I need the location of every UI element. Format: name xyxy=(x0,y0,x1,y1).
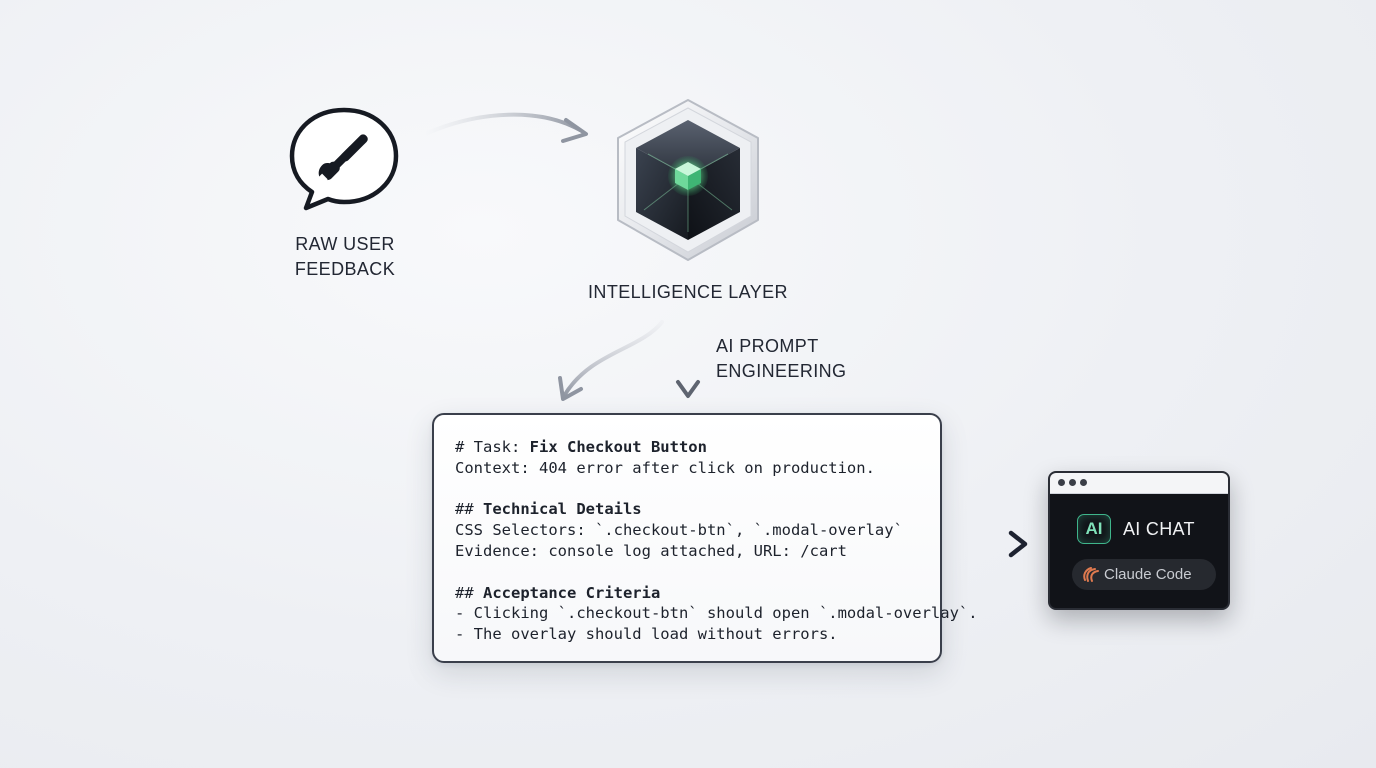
technical-heading-title: Technical Details xyxy=(483,500,642,519)
criteria-item: - The overlay should load without errors… xyxy=(455,625,838,644)
acceptance-heading: ## Acceptance Criteria xyxy=(455,583,920,604)
ai-chat-title: AI CHAT xyxy=(1123,519,1195,539)
arrow-card-to-chat xyxy=(952,530,1028,558)
technical-heading: ## Technical Details xyxy=(455,499,920,520)
acceptance-heading-title: Acceptance Criteria xyxy=(483,583,661,602)
ai-chat-window: AI AI CHAT Claude Code xyxy=(1048,471,1230,610)
arrow-feedback-to-intelligence xyxy=(423,112,588,143)
prompt-label-line-2: ENGINEERING xyxy=(716,361,847,381)
task-heading-title: Fix Checkout Button xyxy=(529,438,707,456)
evidence-line: Evidence: console log attached, URL: /ca… xyxy=(455,541,847,560)
arrow-intelligence-to-card-straight xyxy=(676,316,700,398)
task-heading-prefix: # Task: xyxy=(455,438,530,456)
window-dot-icon xyxy=(1069,479,1076,486)
technical-heading-prefix: ## xyxy=(455,500,483,519)
claude-burst-icon xyxy=(1083,567,1099,582)
prompt-card: # Task: Fix Checkout Button Context: 404… xyxy=(432,413,978,663)
task-heading: # Task: Fix Checkout Button xyxy=(455,437,920,458)
window-dot-icon xyxy=(1080,479,1087,486)
claude-code-label: Claude Code xyxy=(1104,566,1192,583)
acceptance-heading-prefix: ## xyxy=(455,583,483,602)
feedback-label: RAW USER FEEDBACK xyxy=(270,232,420,282)
intelligence-label: INTELLIGENCE LAYER xyxy=(588,282,788,302)
arrow-intelligence-to-card-curved xyxy=(558,320,664,401)
prompt-label-line-1: AI PROMPT xyxy=(716,336,819,356)
hexagon-cube-icon xyxy=(604,92,772,268)
speech-bubble-wrench-icon xyxy=(284,104,408,216)
criteria-item: - Clicking `.checkout-btn` should open `… xyxy=(455,604,978,623)
css-selectors-line: CSS Selectors: `.checkout-btn`, `.modal-… xyxy=(455,521,903,540)
ai-badge-icon: AI xyxy=(1077,514,1111,544)
prompt-engineering-label: AI PROMPT ENGINEERING xyxy=(716,334,896,384)
window-titlebar xyxy=(1050,473,1228,494)
feedback-label-line-2: FEEDBACK xyxy=(294,259,396,279)
feedback-label-line-1: RAW USER xyxy=(295,234,395,254)
context-line: Context: 404 error after click on produc… xyxy=(455,458,875,477)
window-dot-icon xyxy=(1058,479,1065,486)
claude-code-pill: Claude Code xyxy=(1072,559,1216,590)
